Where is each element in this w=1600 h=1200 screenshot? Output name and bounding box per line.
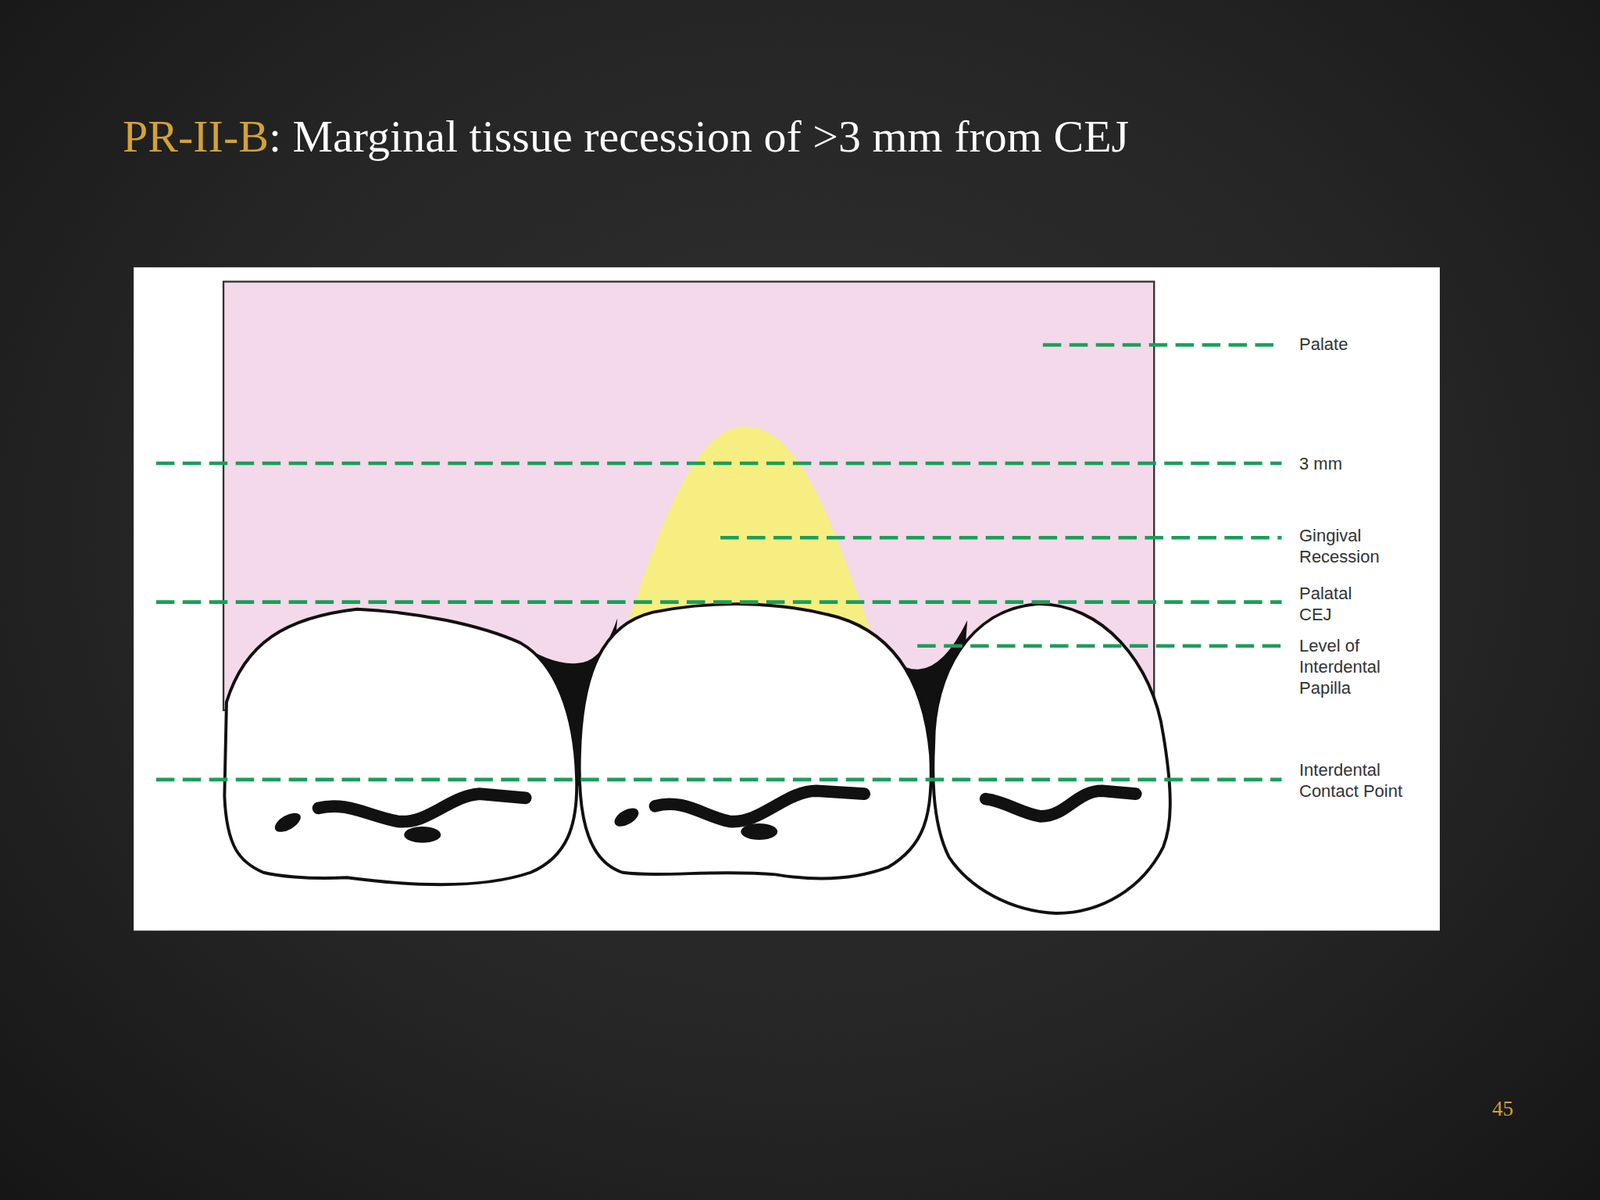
molar-tooth (579, 603, 932, 879)
part-label: Level of Interdental Papilla (1299, 635, 1417, 699)
part-label: Palatal CEJ (1299, 582, 1374, 625)
occlusal-grooves (318, 790, 1136, 822)
white-panel (133, 267, 1440, 931)
leader-lines (156, 344, 1283, 779)
page-number: 45 (1492, 1096, 1514, 1122)
dimension-label: 3 mm (1299, 453, 1456, 475)
slide-title: PR-II-B: Marginal tissue recession of >3… (122, 109, 1129, 165)
part-label: Palate (1299, 333, 1456, 355)
molar-tooth (224, 609, 577, 885)
part-label: Interdental Contact Point (1299, 759, 1429, 802)
occlusal-pits (271, 804, 778, 843)
part-label: Gingival Recession (1299, 525, 1417, 568)
premolar-tooth (932, 603, 1171, 914)
